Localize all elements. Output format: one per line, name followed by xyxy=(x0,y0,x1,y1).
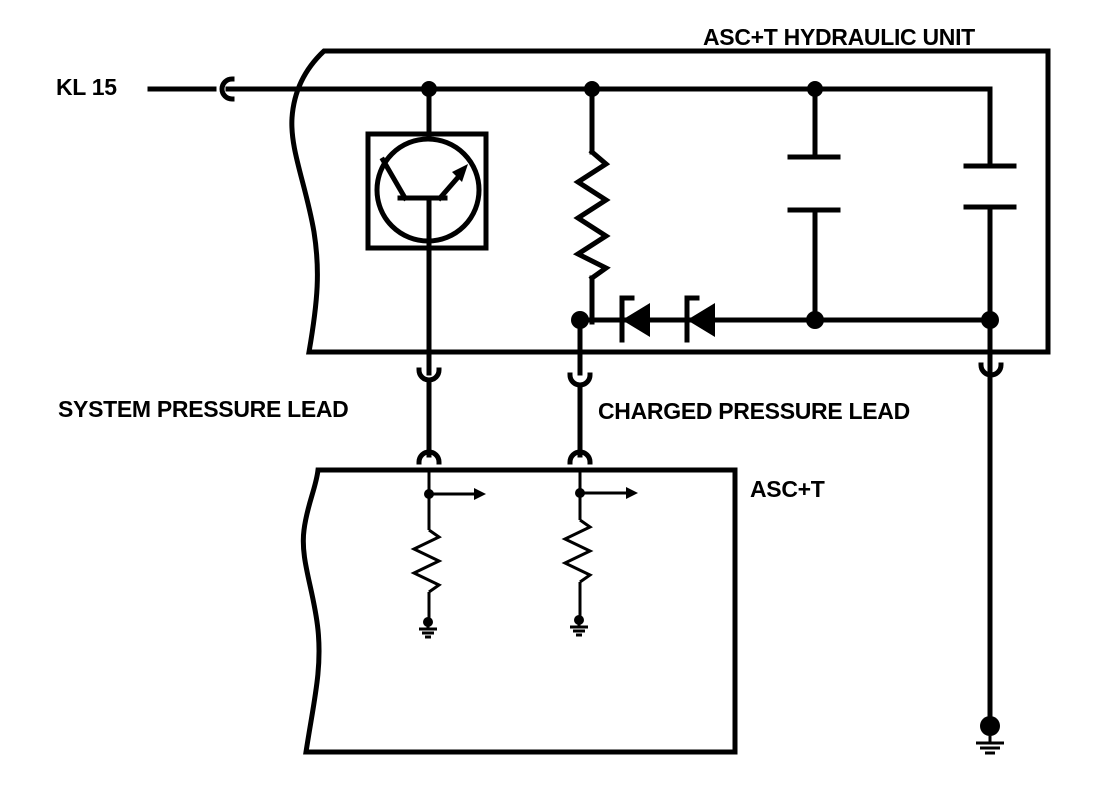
zener-diode-1-body xyxy=(622,303,650,337)
hydraulic-unit-outline xyxy=(289,48,1051,355)
system-pressure-lead-label: SYSTEM PRESSURE LEAD xyxy=(58,396,349,422)
transistor-emitter xyxy=(436,171,464,202)
transistor-collector xyxy=(379,156,409,202)
junction-dot xyxy=(806,311,824,329)
pulldown-resistor-1 xyxy=(410,528,443,594)
zener-diode-2-body xyxy=(687,303,715,337)
kl15-label: KL 15 xyxy=(56,74,117,100)
signal-2-arrow xyxy=(626,487,638,499)
hydraulic-unit-resistor xyxy=(572,148,611,282)
charged-pressure-connector-bottom xyxy=(567,449,593,465)
junction-dot xyxy=(421,81,437,97)
system-pressure-connector-bottom xyxy=(416,449,442,465)
pulldown-resistor-2 xyxy=(561,518,594,584)
zener-diode-1-bar xyxy=(619,295,635,343)
junction-dot xyxy=(584,81,600,97)
junction-dot xyxy=(807,81,823,97)
asct-module-outline xyxy=(300,467,738,755)
signal-1-arrow xyxy=(474,488,486,500)
ground-connector xyxy=(978,362,1004,378)
asct-module-label: ASC+T xyxy=(750,476,825,502)
charged-pressure-lead-label: CHARGED PRESSURE LEAD xyxy=(598,398,910,424)
zener-diode-2-bar xyxy=(684,295,700,343)
kl15-connector xyxy=(219,76,235,102)
ground-junction-dot xyxy=(980,716,1000,736)
hydraulic-unit-label: ASC+T HYDRAULIC UNIT xyxy=(703,24,975,50)
junction-dot xyxy=(571,311,589,329)
transistor-emitter-arrow xyxy=(452,164,468,182)
